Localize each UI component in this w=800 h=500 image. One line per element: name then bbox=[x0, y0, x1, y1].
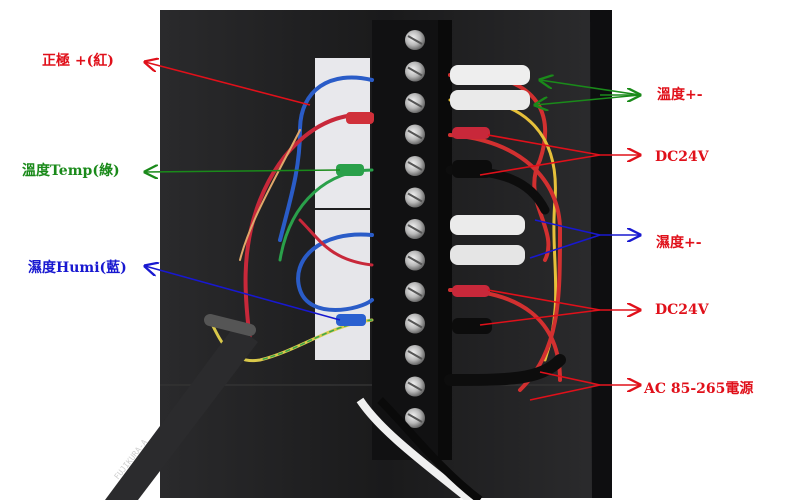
arrow-dc1-a bbox=[487, 134, 601, 156]
label-temp-pm: 溫度+- bbox=[657, 87, 703, 103]
arrow-ac-a bbox=[539, 371, 601, 386]
green-sleeve bbox=[336, 164, 364, 176]
terminal-block bbox=[372, 20, 452, 460]
label-dc24v-top: DC24V bbox=[655, 149, 709, 165]
screw-slot bbox=[407, 35, 423, 45]
arrow-humi-pm-b bbox=[529, 234, 601, 259]
arrow-temp-pm-b bbox=[535, 94, 641, 105]
screw-slot bbox=[407, 129, 423, 140]
arrow-temp-pm-a bbox=[540, 80, 641, 96]
arrow-temp bbox=[145, 170, 341, 172]
blue-sleeve bbox=[336, 314, 366, 326]
screw-slot bbox=[407, 161, 423, 171]
screw-slot bbox=[407, 224, 423, 234]
arrow-dc1-b bbox=[479, 154, 601, 176]
screw-slot bbox=[407, 98, 423, 108]
panel-edge-right bbox=[590, 10, 612, 498]
arrow-humi bbox=[145, 266, 341, 321]
arrow-dc2-a bbox=[487, 289, 601, 311]
label-positive: 正極 +(紅) bbox=[42, 53, 114, 69]
screw-slot bbox=[407, 192, 423, 203]
screw-slot bbox=[407, 255, 423, 266]
screw-slot bbox=[407, 318, 423, 329]
red-sleeve bbox=[346, 112, 374, 124]
arrow-humi-pm-a bbox=[534, 219, 601, 236]
screw-slot bbox=[407, 287, 423, 297]
arrow-dc2-b bbox=[479, 309, 601, 326]
screw-slot bbox=[407, 413, 423, 423]
arrow-ac-b bbox=[529, 384, 601, 401]
lugs-right bbox=[450, 65, 530, 334]
label-humi-wire: 濕度Humi(藍) bbox=[28, 260, 127, 276]
screw-slot bbox=[407, 66, 423, 77]
arrow-positive bbox=[145, 62, 311, 106]
label-temp-wire: 溫度Temp(綠) bbox=[22, 163, 120, 179]
label-dc24v-bottom: DC24V bbox=[655, 302, 709, 318]
screw-slot bbox=[407, 381, 423, 392]
mains-cable bbox=[356, 397, 473, 500]
label-ac-power: AC 85-265電源 bbox=[644, 381, 754, 397]
screw-slot bbox=[407, 350, 423, 360]
label-humi-pm: 濕度+- bbox=[656, 235, 702, 251]
annotation-arrows bbox=[145, 62, 641, 401]
